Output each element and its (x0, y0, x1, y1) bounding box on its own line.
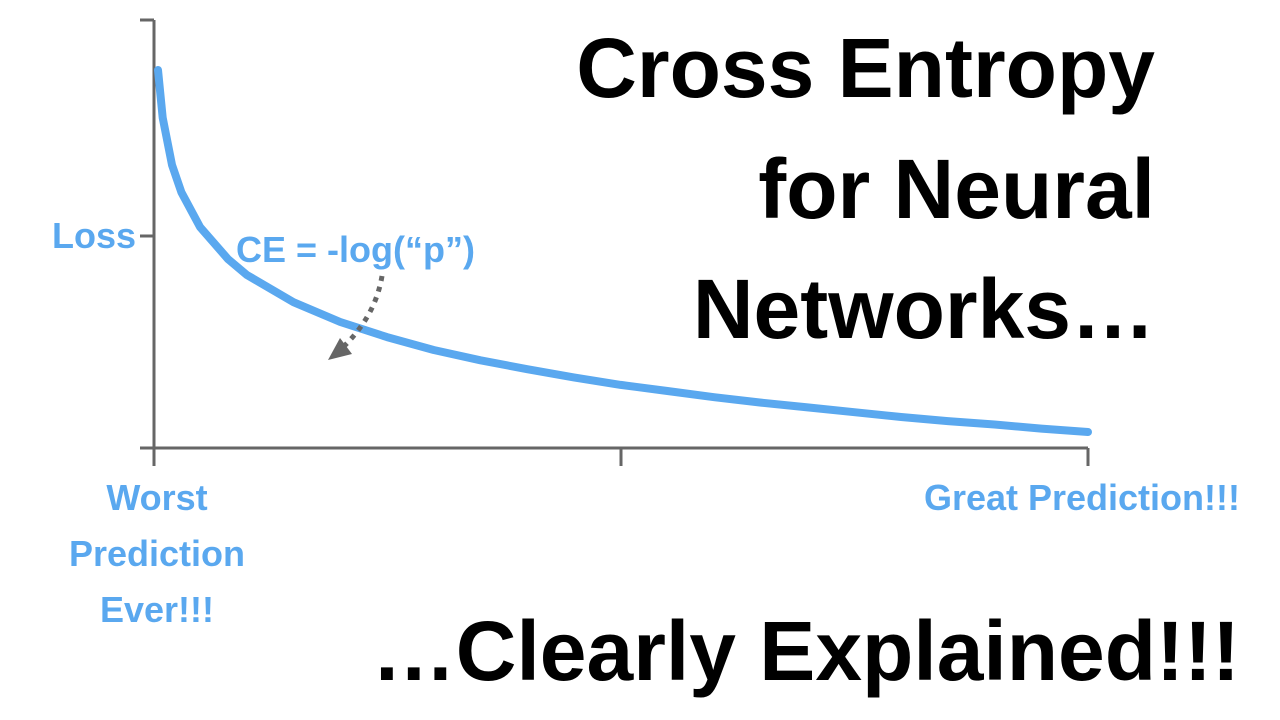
title-block: Cross Entropy for Neural Networks… …Clea… (372, 21, 1240, 698)
subtitle: …Clearly Explained!!! (372, 604, 1240, 698)
formula-annotation: CE = -log(“p”) (236, 229, 475, 270)
y-axis-label: Loss (52, 215, 136, 256)
annotation-arrow (328, 275, 385, 360)
axes (140, 18, 1090, 466)
x-label-left-1: Worst (106, 477, 207, 518)
x-label-right: Great Prediction!!! (924, 477, 1240, 518)
title-line-2: for Neural (758, 142, 1155, 236)
x-label-left-3: Ever!!! (100, 589, 214, 630)
x-label-left-2: Prediction (69, 533, 245, 574)
title-line-3: Networks… (693, 262, 1155, 356)
title-line-1: Cross Entropy (576, 21, 1155, 115)
loss-curve (154, 66, 1092, 436)
